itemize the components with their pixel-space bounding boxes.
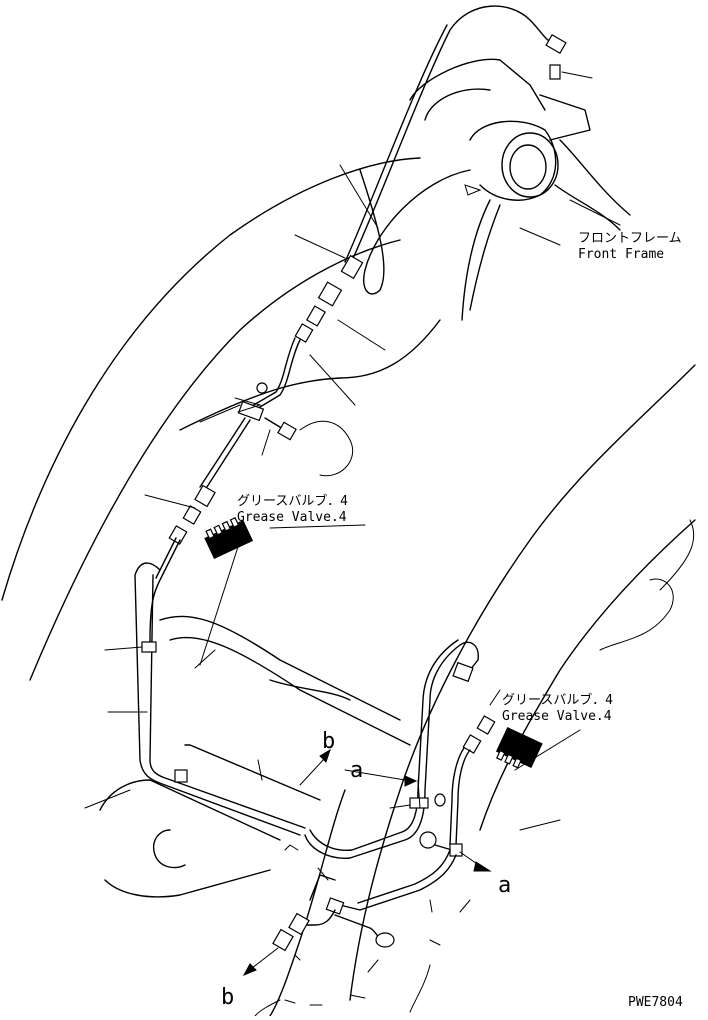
- fitting-elbow: [340, 254, 364, 280]
- leader-lines: [199, 199, 621, 831]
- fitting-adapter: [317, 281, 343, 307]
- arrow-marks: [242, 748, 492, 977]
- grease-valve-block-top: [204, 516, 254, 560]
- label-front-frame-jp: フロントフレーム: [578, 231, 682, 246]
- clamp: [237, 400, 265, 422]
- right-hose-run: [304, 639, 479, 859]
- grease-valve-right: [449, 715, 543, 846]
- mark-a-upper: a: [350, 758, 363, 783]
- clamp-bolt: [277, 421, 297, 441]
- fitting-right-upper: [452, 661, 474, 683]
- arrow-a-lower-head: [473, 861, 492, 872]
- hose-end-fitting: [545, 33, 567, 55]
- boom-arm: [1, 157, 441, 681]
- pivot-pin-bore: [501, 132, 559, 198]
- label-grease-valve-top-en: Grease Valve.4: [237, 510, 347, 525]
- frame-grease-nipple: [549, 64, 561, 80]
- upper-hose: [344, 5, 593, 266]
- upper-fitting-chain: [251, 164, 386, 411]
- front-frame: [359, 58, 631, 321]
- mark-a-lower: a: [498, 873, 511, 898]
- label-front-frame-en: Front Frame: [578, 247, 664, 262]
- arrow-b-lower-head: [242, 963, 257, 977]
- clamp-assembly-upper: [199, 382, 297, 491]
- lower-bolt-head: [419, 831, 437, 849]
- mark-b-lower: b: [221, 985, 234, 1010]
- text-labels: フロントフレーム Front Frame グリースバルブ．4 Grease Va…: [221, 231, 683, 1010]
- grease-valve-block-right: [495, 727, 543, 769]
- label-grease-valve-top-jp: グリースバルブ．4: [237, 493, 348, 509]
- mark-b-upper: b: [322, 729, 335, 754]
- grease-valve-top: [144, 484, 254, 651]
- arrow-a-upper-head: [404, 775, 418, 787]
- right-arm: [269, 364, 696, 1017]
- eye-bolt: [375, 932, 395, 948]
- label-grease-valve-right-jp: グリースバルブ．4: [502, 692, 613, 708]
- left-hose-run: [104, 562, 321, 836]
- drawing-code: PWE7804: [628, 995, 683, 1010]
- hose-clamp-left-upper: [141, 641, 157, 653]
- label-grease-valve-right-en: Grease Valve.4: [502, 709, 612, 724]
- fitting-nipple: [305, 305, 327, 327]
- hose-clamp-left-lower: [174, 769, 188, 783]
- arrow-b-upper-head: [319, 748, 331, 763]
- lower-hose-and-fittings: [254, 831, 471, 1017]
